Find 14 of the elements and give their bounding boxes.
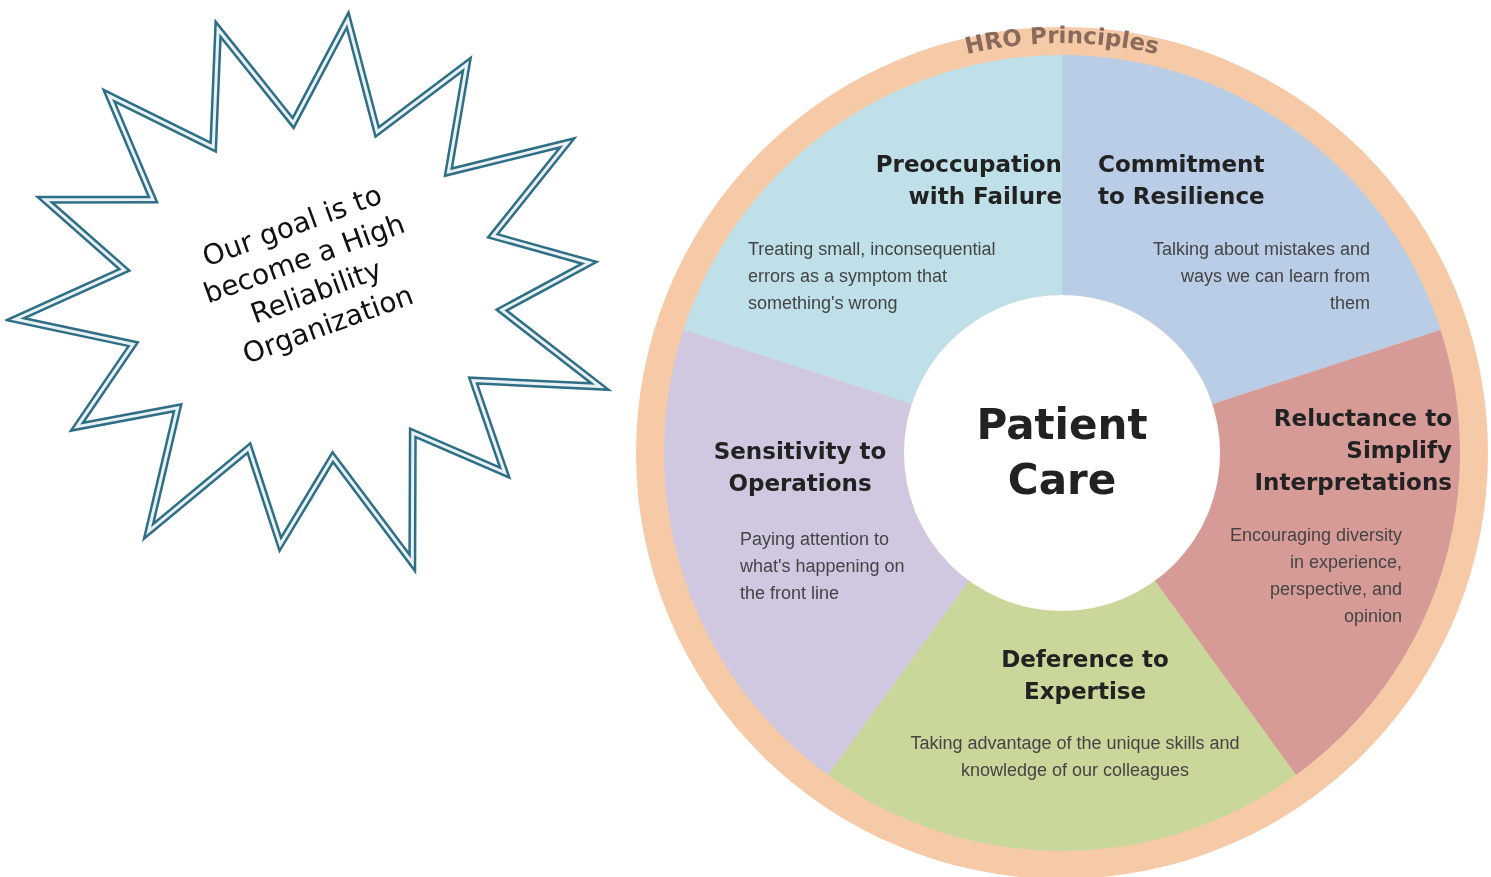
principle-heading: Commitment to Resilience — [1098, 150, 1266, 212]
principle-heading: Deference to Expertise — [1000, 645, 1170, 707]
principle-description: Treating small, inconsequential errors as a symptom that something's wrong — [748, 238, 997, 315]
principle-heading: Sensitivity to Operations — [712, 437, 888, 499]
principle-heading: Reluctance to Simplify Interpretations — [1253, 404, 1452, 498]
principle-description: Paying attention to what's happening on the front line — [740, 528, 906, 605]
center-label: Patient Care — [975, 399, 1149, 506]
principle-description: Encouraging diversity in experience, perspective, and opinion — [1228, 524, 1402, 628]
principle-segment — [1062, 55, 1441, 405]
principle-description: Taking advantage of the unique skills and knowledge of our colleagues — [909, 732, 1241, 782]
principle-heading: Preoccupation with Failure — [874, 150, 1062, 212]
principle-description: Talking about mistakes and ways we can learn from them — [1151, 238, 1370, 315]
principle-segment — [683, 55, 1062, 405]
ring-title: HRO Principles — [962, 21, 1162, 59]
